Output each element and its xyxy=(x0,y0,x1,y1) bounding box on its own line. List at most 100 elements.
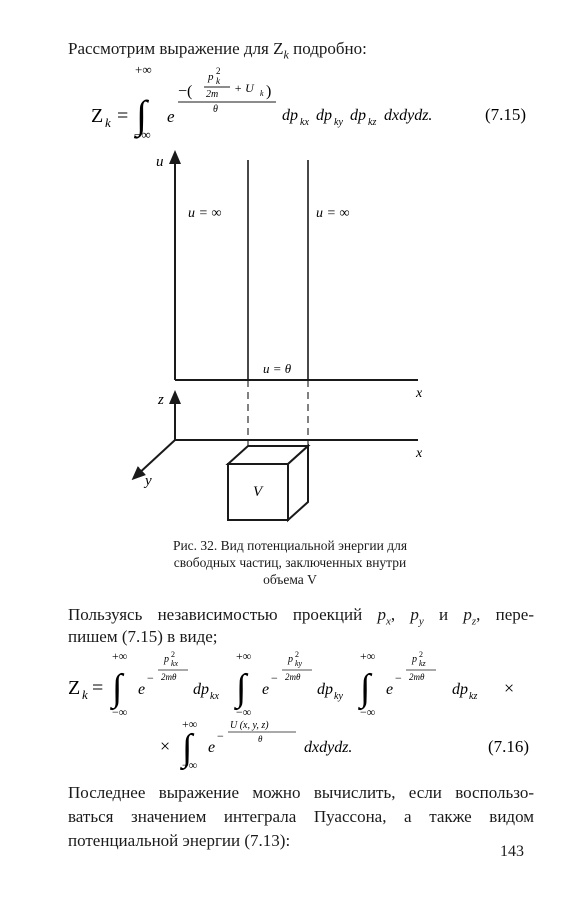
u-axis-label: u xyxy=(156,154,164,170)
x-axis-bottom-label: x xyxy=(415,446,423,461)
eq2-lhs-sub: k xyxy=(82,687,88,702)
para2-line2: пишем (7.15) в виде; xyxy=(68,627,218,646)
eq1-dp3: dp xyxy=(350,107,366,124)
para3-line: потенциальной энергии (7.13): xyxy=(68,831,291,850)
eq2-f1-sub: kx xyxy=(171,659,179,668)
eq1-dp1-sub: kx xyxy=(300,117,309,128)
para2-tail: , пере- xyxy=(476,605,534,624)
eq1-e: e xyxy=(167,107,175,126)
para2-text: Пользуясь независимостью проекций xyxy=(68,605,378,624)
eq2-f1-p: p xyxy=(163,654,169,665)
eq1-integral-sign: ∫ xyxy=(133,92,150,139)
eq1-dp1: dp xyxy=(282,107,298,124)
para3-line: Последнее выражение можно вычислить, есл… xyxy=(68,783,534,802)
eq1-upper-limit: +∞ xyxy=(135,62,152,77)
eq1-dp2: dp xyxy=(316,107,332,124)
eq2-int1-upper: +∞ xyxy=(112,649,127,663)
eq1-exp-den: θ xyxy=(213,104,218,115)
eq2-lhs: Z xyxy=(68,677,80,699)
intro-line: Рассмотрим выражение для Zk подробно: xyxy=(68,37,367,66)
eq1-exp-open: −( xyxy=(178,83,192,100)
eq1-dxdydz: dxdydz. xyxy=(384,107,432,124)
px-sub: x xyxy=(385,615,391,628)
eq1-exp-p-sub: k xyxy=(216,76,221,86)
box-label: V xyxy=(253,484,264,500)
eq1-exp-u-sub: k xyxy=(260,89,264,98)
eq2-minus2: − xyxy=(271,671,278,685)
para3: Последнее выражение можно вычислить, есл… xyxy=(68,781,534,853)
eq1-lhs-sub: k xyxy=(105,115,111,130)
py: p xyxy=(410,605,419,624)
eq2-minus3: − xyxy=(395,671,402,685)
caption-line: свободных частиц, заключенных внутри xyxy=(173,555,407,570)
figure-caption: Рис. 32. Вид потенциальной энергии для с… xyxy=(120,537,460,588)
eq2-u-num: U (x, y, z) xyxy=(230,720,269,731)
eq2-int2-lower: −∞ xyxy=(236,705,251,719)
eq2-dp1-sub: kx xyxy=(210,691,219,702)
eq1-exp-2m: 2m xyxy=(206,89,218,100)
eq2-int3-upper: +∞ xyxy=(360,649,375,663)
eq2-e1: e xyxy=(138,681,145,698)
eq2-f2-sup: 2 xyxy=(295,650,299,659)
para2-line1: Пользуясь независимостью проекций px, py… xyxy=(68,603,534,633)
eq2-equals: = xyxy=(92,677,103,699)
x-axis-top-label: x xyxy=(415,386,423,401)
comma: , xyxy=(390,605,411,624)
intro-sub: k xyxy=(283,47,289,62)
py-sub: y xyxy=(418,615,424,628)
eq2-f3-den: 2mθ xyxy=(409,672,425,682)
eq2-int4-sign: ∫ xyxy=(180,727,195,770)
eq2-dp2-sub: ky xyxy=(334,691,343,702)
right-region-label: u = ∞ xyxy=(316,206,349,221)
eq2-dp1: dp xyxy=(193,681,209,698)
eq2-number: (7.16) xyxy=(488,737,529,756)
eq2-f2-den: 2mθ xyxy=(285,672,301,682)
para3-line: ваться значением интеграла Пуассона, а т… xyxy=(68,807,534,826)
eq2-e3: e xyxy=(386,681,393,698)
eq2-f1-den: 2mθ xyxy=(161,672,177,682)
eq1-exp-close: ) xyxy=(266,83,271,100)
y-axis xyxy=(131,439,176,481)
caption-line: Рис. 32. Вид потенциальной энергии для xyxy=(172,538,408,553)
eq2-minus1: − xyxy=(147,671,154,685)
eq2-int3-lower: −∞ xyxy=(360,705,375,719)
eq2-dxdydz: dxdydz. xyxy=(304,739,352,756)
eq2-int1-sign: ∫ xyxy=(110,667,125,711)
eq1-exp-p: p xyxy=(207,71,214,83)
eq1-exp-plus-u: + U xyxy=(234,81,255,95)
and-word: и xyxy=(423,605,464,624)
px: p xyxy=(377,605,386,624)
page-number: 143 xyxy=(500,843,524,860)
eq2-dp3-sub: kz xyxy=(469,691,477,702)
eq2-f3-sub: kz xyxy=(419,659,427,668)
equation-7-16: Z k = +∞ ∫ −∞ e − p 2 kx 2mθ dp kx +∞ ∫ … xyxy=(68,649,529,770)
eq2-f1-sup: 2 xyxy=(171,650,175,659)
eq2-e2: e xyxy=(262,681,269,698)
eq2-int2-sign: ∫ xyxy=(234,667,249,711)
figure-potential: u x u = ∞ u = ∞ u = θ z x y V xyxy=(131,150,423,523)
pz-sub: z xyxy=(471,615,477,628)
eq2-times1: × xyxy=(504,678,514,698)
eq2-times2: × xyxy=(160,736,170,756)
eq1-dp3-sub: kz xyxy=(368,117,376,128)
eq2-f2-p: p xyxy=(287,654,293,665)
eq2-dp2: dp xyxy=(317,681,333,698)
eq1-lower-limit: −∞ xyxy=(134,127,151,142)
eq2-int4-lower: −∞ xyxy=(182,758,197,770)
eq2-f3-p: p xyxy=(411,654,417,665)
eq2-dp3: dp xyxy=(452,681,468,698)
eq2-minus4: − xyxy=(217,729,224,743)
pz: p xyxy=(463,605,472,624)
eq1-number: (7.15) xyxy=(485,105,526,124)
eq2-u-den: θ xyxy=(258,734,263,744)
eq1-lhs: Z xyxy=(91,105,103,127)
eq2-int2-upper: +∞ xyxy=(236,649,251,663)
intro-text: Рассмотрим выражение для Z xyxy=(68,39,284,58)
eq2-int4-upper: +∞ xyxy=(182,717,197,731)
left-region-label: u = ∞ xyxy=(188,206,221,221)
eq2-int1-lower: −∞ xyxy=(112,705,127,719)
eq1-dp2-sub: ky xyxy=(334,117,343,128)
z-axis-label: z xyxy=(157,392,164,408)
eq1-exp-p-sup: 2 xyxy=(216,66,221,76)
eq2-f2-sub: ky xyxy=(295,659,303,668)
